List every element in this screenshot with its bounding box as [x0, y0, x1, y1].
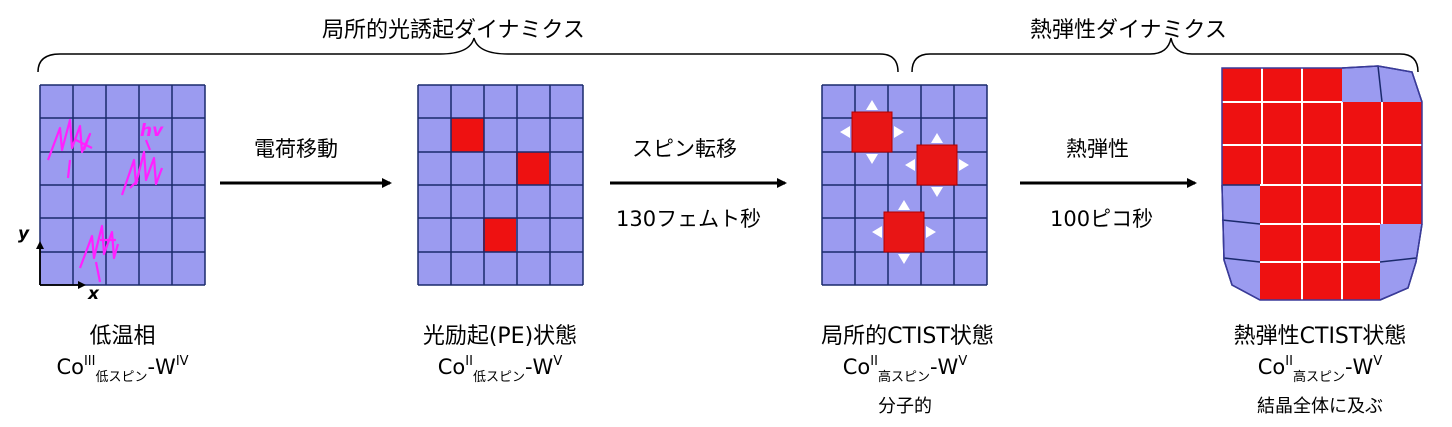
- excited-site: [516, 152, 549, 185]
- step-time-100ps: 100ピコ秒: [1050, 207, 1154, 231]
- lattice-local-ctist: [821, 84, 988, 286]
- axes: [36, 241, 86, 289]
- stage-name-local-ctist: 局所的CTIST状態: [821, 324, 994, 349]
- axis-x-label: x: [88, 284, 99, 304]
- brace-left: [37, 37, 899, 73]
- note-molecular: 分子的: [878, 396, 932, 417]
- stage-name-thermoelastic-ctist: 熱弾性CTIST状態: [1233, 324, 1407, 349]
- formula-local-ctist: CoII高スピン-WV: [842, 354, 968, 386]
- expanded-site: [916, 144, 958, 186]
- stage-name-low-temp: 低温相: [89, 324, 156, 349]
- hv-label: hv: [140, 121, 164, 141]
- step-label-thermoelastic: 熱弾性: [1066, 137, 1129, 161]
- axis-y-label: y: [18, 224, 30, 244]
- title-local-photoinduced: 局所的光誘起ダイナミクス: [322, 18, 585, 43]
- step-label-charge-transfer: 電荷移動: [254, 137, 338, 161]
- formula-low-temp: CoIII低スピン-WIV: [56, 354, 189, 386]
- excited-site: [451, 118, 484, 152]
- note-whole-crystal: 結晶全体に及ぶ: [1257, 396, 1383, 417]
- expanded-site: [851, 111, 893, 153]
- lattice-thermoelastic-ctist: [1221, 65, 1423, 301]
- expanded-site: [883, 211, 925, 253]
- step-time-130fs: 130フェムト秒: [616, 207, 762, 231]
- lattice-low-temp: [39, 84, 206, 286]
- stage-name-pe: 光励起(PE)状態: [422, 324, 578, 349]
- photon-squiggles: [46, 118, 164, 283]
- formula-thermoelastic-ctist: CoII高スピン-WV: [1257, 354, 1383, 386]
- title-thermoelastic: 熱弾性ダイナミクス: [1030, 18, 1227, 43]
- excited-site: [483, 218, 516, 252]
- brace-right: [911, 37, 1419, 73]
- lattice-pe-state: [417, 84, 584, 286]
- formula-pe: CoII低スピン-WV: [437, 354, 563, 386]
- expansion-arrows: [840, 100, 969, 264]
- step-label-spin-transition: スピン転移: [632, 137, 737, 161]
